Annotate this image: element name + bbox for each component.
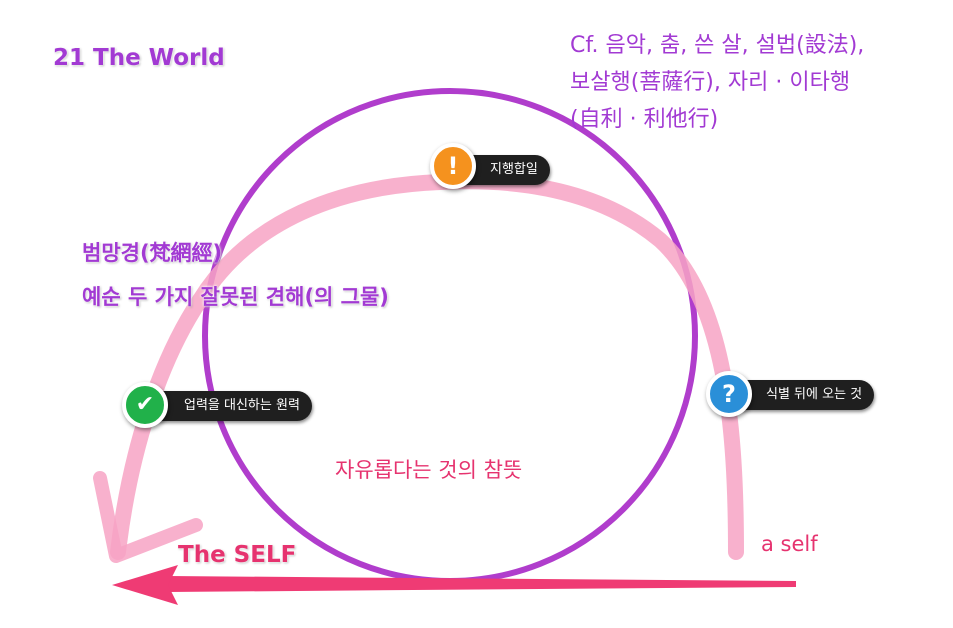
self-arrow-shaft (168, 576, 796, 592)
badge-left-label: 업력을 대신하는 원력 (184, 398, 300, 413)
checkmark-icon: ✔ (122, 382, 168, 428)
a-self-label: a self (761, 532, 818, 556)
center-text: 자유롭다는 것의 참뜻 (335, 458, 523, 482)
self-arrow-head (112, 565, 178, 605)
badge-right: 식별 뒤에 오는 것 (728, 380, 875, 410)
exclamation-icon: ! (430, 143, 476, 189)
cf-line-3: (自利 · 利他行) (570, 107, 719, 132)
brahmajala-title: 범망경(梵網經) (82, 241, 223, 265)
badge-right-label: 식별 뒤에 오는 것 (766, 387, 863, 402)
badge-left: 업력을 대신하는 원력 (146, 391, 312, 421)
cf-line-2: 보살행(菩薩行), 자리 · 이타행 (570, 70, 851, 95)
page-title: 21 The World (53, 45, 225, 71)
question-icon: ? (706, 371, 752, 417)
the-self-label: The SELF (178, 542, 297, 568)
cf-line-1: Cf. 음악, 춤, 쓴 살, 설법(設法), (570, 33, 865, 58)
sixty-two-views-text: 예순 두 가지 잘못된 견해(의 그물) (82, 285, 389, 309)
badge-top-label: 지행합일 (490, 162, 538, 177)
pink-arc-arrowhead (93, 471, 203, 563)
